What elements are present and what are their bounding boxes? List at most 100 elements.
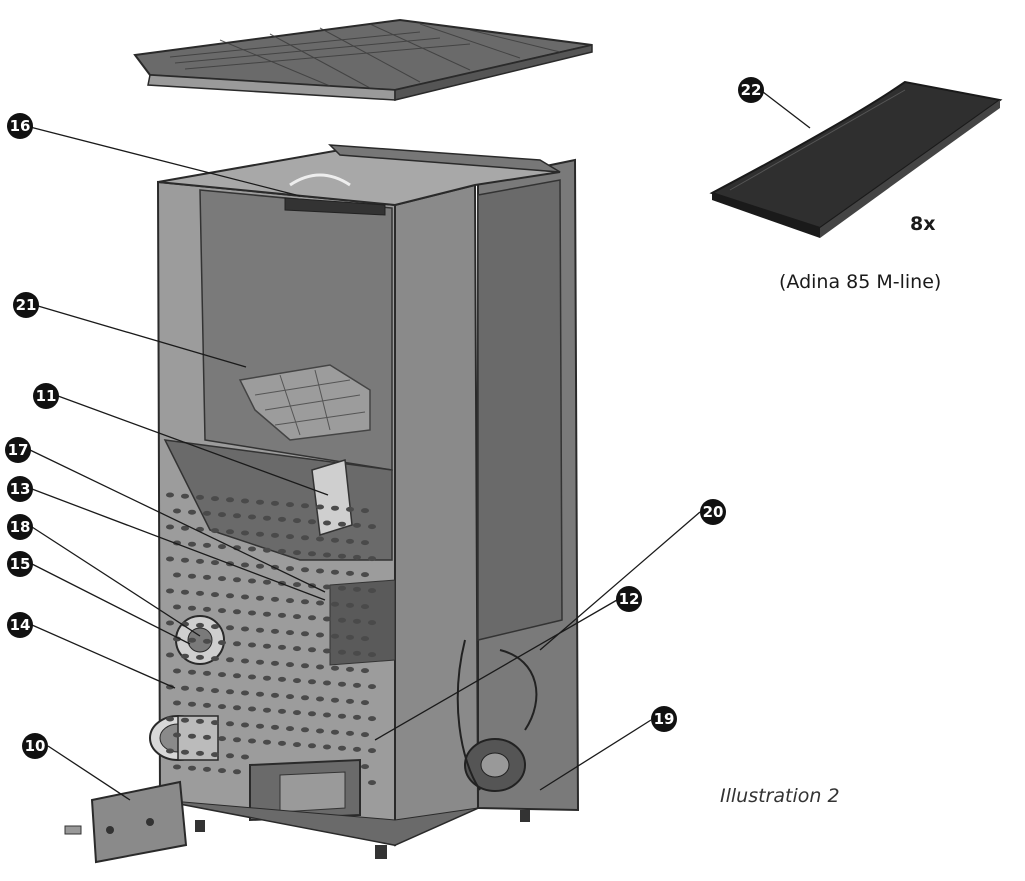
vent-hole — [308, 711, 316, 717]
leader-lines — [29, 91, 811, 801]
vent-hole — [308, 743, 316, 749]
vent-hole — [331, 729, 339, 735]
vent-hole — [338, 553, 346, 559]
vent-hole — [233, 705, 241, 711]
vent-hole — [203, 606, 211, 612]
vent-hole — [368, 620, 376, 626]
vent-hole — [353, 522, 361, 528]
vent-hole — [346, 506, 354, 512]
vent-hole — [293, 742, 301, 748]
vent-hole — [241, 530, 249, 536]
vent-hole — [211, 656, 219, 662]
vent-hole — [338, 681, 346, 687]
vent-hole — [226, 625, 234, 631]
vent-hole — [241, 562, 249, 568]
vent-hole — [323, 744, 331, 750]
vent-hole — [181, 653, 189, 659]
vent-hole — [263, 739, 271, 745]
vent-hole — [271, 532, 279, 538]
callout-12: 12 — [616, 586, 642, 612]
vent-hole — [248, 546, 256, 552]
vent-hole — [278, 516, 286, 522]
vent-hole — [278, 644, 286, 650]
vent-hole — [218, 512, 226, 518]
vent-hole — [241, 722, 249, 728]
callout-20: 20 — [700, 499, 726, 525]
vent-hole — [166, 492, 174, 498]
vent-hole — [263, 547, 271, 553]
vent-hole — [196, 654, 204, 660]
vent-hole — [196, 718, 204, 724]
vent-hole — [368, 684, 376, 690]
vent-hole — [286, 502, 294, 508]
vent-hole — [301, 663, 309, 669]
vent-hole — [188, 765, 196, 771]
vent-hole — [271, 500, 279, 506]
inset-quantity: 8x — [910, 213, 935, 235]
callout-19-label: 19 — [654, 710, 675, 728]
vent-hole — [271, 660, 279, 666]
stove-body — [149, 144, 580, 859]
vent-hole — [248, 642, 256, 648]
vent-hole — [226, 529, 234, 535]
vent-hole — [218, 672, 226, 678]
vent-hole — [353, 650, 361, 656]
callout-17: 17 — [5, 437, 31, 463]
vent-hole — [248, 674, 256, 680]
vent-hole — [361, 540, 369, 546]
top-grille — [133, 18, 593, 101]
vent-hole — [331, 601, 339, 607]
vent-hole — [308, 679, 316, 685]
vent-hole — [316, 728, 324, 734]
vent-hole — [286, 566, 294, 572]
vent-hole — [181, 493, 189, 499]
vent-hole — [218, 544, 226, 550]
callout-10: 10 — [22, 733, 48, 759]
vent-hole — [173, 700, 181, 706]
vent-hole — [278, 676, 286, 682]
vent-hole — [331, 633, 339, 639]
vent-hole — [293, 710, 301, 716]
vent-hole — [271, 628, 279, 634]
vent-hole — [256, 659, 264, 665]
vent-hole — [203, 510, 211, 516]
callout-14-label: 14 — [10, 616, 31, 634]
vent-hole — [293, 582, 301, 588]
vent-hole — [166, 620, 174, 626]
vent-hole — [233, 609, 241, 615]
vent-hole — [331, 569, 339, 575]
vent-hole — [218, 704, 226, 710]
vent-hole — [293, 678, 301, 684]
vent-hole — [263, 707, 271, 713]
vent-hole — [308, 615, 316, 621]
vent-hole — [323, 616, 331, 622]
vent-hole — [226, 753, 234, 759]
inset-model-label: (Adina 85 M-line) — [779, 271, 941, 293]
vent-hole — [241, 754, 249, 760]
vent-hole — [181, 717, 189, 723]
vent-hole — [263, 675, 271, 681]
vent-hole — [211, 528, 219, 534]
vent-hole — [263, 643, 271, 649]
vent-hole — [203, 574, 211, 580]
callout-12-label: 12 — [619, 590, 640, 608]
vent-hole — [301, 631, 309, 637]
vent-hole — [338, 713, 346, 719]
callout-21-label: 21 — [16, 296, 37, 314]
vent-hole — [323, 584, 331, 590]
vent-hole — [271, 692, 279, 698]
callout-16-label: 16 — [10, 117, 31, 135]
vent-hole — [241, 498, 249, 504]
vent-hole — [173, 572, 181, 578]
vent-hole — [361, 508, 369, 514]
vent-hole — [338, 649, 346, 655]
vent-hole — [368, 588, 376, 594]
vent-hole — [256, 499, 264, 505]
vent-hole — [166, 588, 174, 594]
vent-hole — [323, 712, 331, 718]
vent-hole — [241, 626, 249, 632]
vent-hole — [346, 730, 354, 736]
vent-hole — [368, 716, 376, 722]
vent-hole — [173, 604, 181, 610]
vent-hole — [323, 520, 331, 526]
